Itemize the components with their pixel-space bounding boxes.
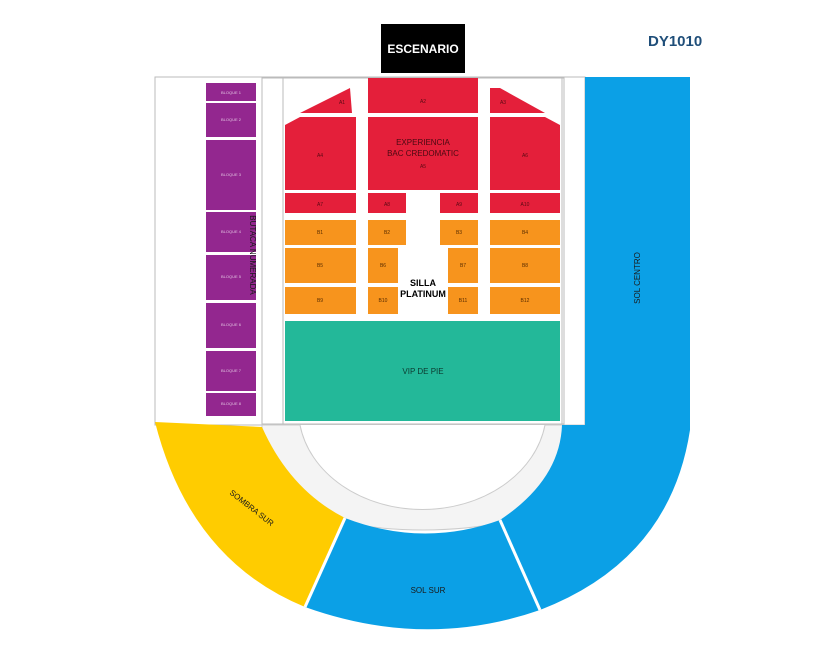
bloque-7[interactable] [206, 351, 256, 391]
section-sombra-sur[interactable] [155, 422, 345, 607]
b9-label: B9 [317, 298, 323, 304]
silla-label-line1: SILLA [410, 278, 436, 288]
bloque-3[interactable] [206, 140, 256, 210]
experiencia-line1: EXPERIENCIA [396, 138, 450, 147]
a8-label: A8 [384, 202, 390, 208]
stage [381, 24, 465, 73]
bloque-5[interactable] [206, 255, 256, 300]
section-b5[interactable] [285, 248, 356, 283]
section-a7[interactable] [285, 193, 356, 213]
section-a2[interactable] [368, 78, 478, 113]
b6-label: B6 [380, 263, 386, 269]
section-b3[interactable] [440, 220, 478, 245]
experiencia-line2: BAC CREDOMATIC [387, 149, 459, 158]
butaca-numerada-label: BUTACA NUMERADA [248, 215, 257, 295]
section-b12[interactable] [490, 287, 560, 314]
bloque-4[interactable] [206, 212, 256, 252]
section-b1[interactable] [285, 220, 356, 245]
bloque-6-label: BLOQUE 6 [221, 322, 242, 327]
a9-label: A9 [456, 202, 462, 208]
section-b7[interactable] [448, 248, 478, 283]
bleacher-area [261, 424, 586, 531]
a6-label: A6 [522, 153, 528, 159]
sol-sur-label: SOL SUR [411, 586, 446, 595]
a4-label: A4 [317, 153, 323, 159]
bloque-2[interactable] [206, 103, 256, 137]
section-a3[interactable] [490, 88, 545, 113]
section-b4[interactable] [490, 220, 560, 245]
section-b11[interactable] [448, 287, 478, 314]
section-sol-centro[interactable] [500, 77, 690, 610]
bloque-4-label: BLOQUE 4 [221, 229, 242, 234]
experiencia-code: A5 [420, 164, 426, 170]
a7-label: A7 [317, 202, 323, 208]
section-b10[interactable] [368, 287, 398, 314]
section-b2[interactable] [368, 220, 406, 245]
b3-label: B3 [456, 230, 462, 236]
bloque-6[interactable] [206, 303, 256, 348]
bloque-8-label: BLOQUE 8 [221, 401, 242, 406]
section-a8[interactable] [368, 193, 406, 213]
platea-red: A1 A2 A3 A4 A6 A7 A8 A9 A10 EXPERIENCIA … [285, 78, 560, 213]
bloque-1[interactable] [206, 83, 256, 101]
b5-label: B5 [317, 263, 323, 269]
b1-label: B1 [317, 230, 323, 236]
bloque-3-label: BLOQUE 3 [221, 172, 242, 177]
b11-label: B11 [459, 298, 468, 304]
bloque-5-label: BLOQUE 5 [221, 274, 242, 279]
a1-label: A1 [339, 100, 345, 106]
b10-label: B10 [379, 298, 388, 304]
section-a6[interactable] [490, 117, 560, 190]
section-sol-sur[interactable] [305, 518, 540, 630]
section-b6[interactable] [368, 248, 398, 283]
section-a1[interactable] [300, 88, 352, 113]
silla-label-line2: PLATINUM [400, 289, 446, 299]
event-code: DY1010 [648, 33, 703, 50]
section-a10[interactable] [490, 193, 560, 213]
b8-label: B8 [522, 263, 528, 269]
section-b8[interactable] [490, 248, 560, 283]
section-a5[interactable] [368, 117, 478, 190]
a2-label: A2 [420, 99, 426, 105]
vip-label: VIP DE PIE [402, 367, 443, 376]
bloque-1-label: BLOQUE 1 [221, 90, 242, 95]
b12-label: B12 [521, 298, 530, 304]
sol-centro-label: SOL CENTRO [633, 252, 642, 304]
b4-label: B4 [522, 230, 528, 236]
bloque-2-label: BLOQUE 2 [221, 117, 242, 122]
stage-label: ESCENARIO [387, 42, 458, 56]
b7-label: B7 [460, 263, 466, 269]
a10-label: A10 [521, 202, 530, 208]
bloque-7-label: BLOQUE 7 [221, 368, 242, 373]
section-b9[interactable] [285, 287, 356, 314]
b2-label: B2 [384, 230, 390, 236]
section-a4[interactable] [285, 117, 356, 190]
silla-platinum: B1 B2 B3 B4 B5 B6 B7 B8 B9 B10 B11 B12 S… [285, 220, 560, 314]
butaca-numerada: BLOQUE 1 BLOQUE 2 BLOQUE 3 BLOQUE 4 BLOQ… [206, 83, 257, 416]
section-a9[interactable] [440, 193, 478, 213]
section-vip-de-pie[interactable] [285, 321, 560, 421]
bloque-8[interactable] [206, 393, 256, 416]
a3-label: A3 [500, 100, 506, 106]
